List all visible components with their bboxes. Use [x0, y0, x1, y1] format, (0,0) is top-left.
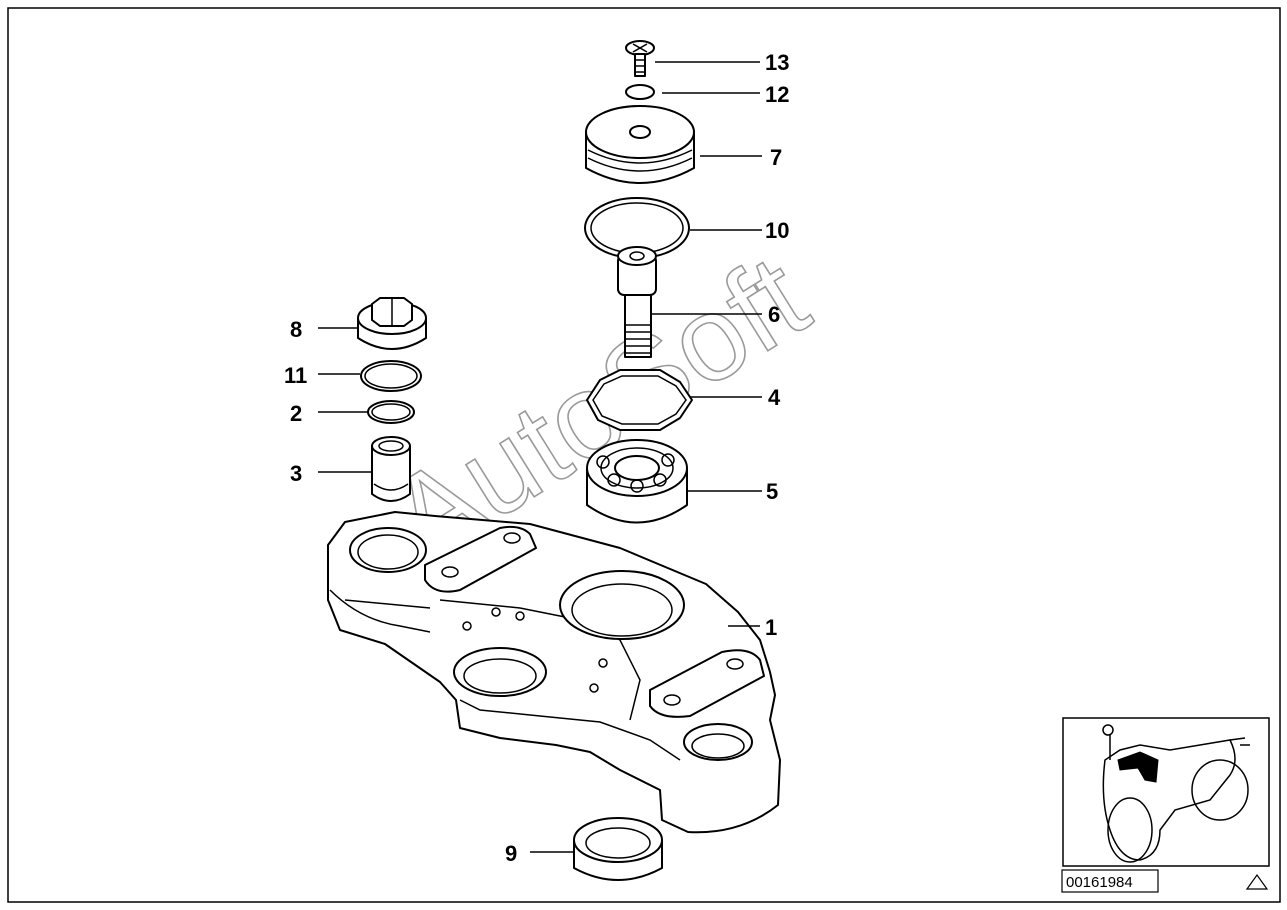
part-12-washer	[625, 84, 655, 100]
callout-3: 3	[290, 461, 302, 486]
diagram-code-box: 00161984	[1061, 869, 1159, 893]
part-13-screw	[625, 40, 655, 77]
callout-2: 2	[290, 401, 302, 426]
part-7-cap	[585, 105, 695, 184]
callout-5: 5	[766, 479, 778, 504]
part-11-o-ring	[360, 360, 422, 392]
part-2-o-ring	[367, 400, 415, 424]
callout-labels: 13 12 7 10 6 4 5 1 8 11 2 3 9	[284, 50, 789, 866]
callout-4: 4	[768, 385, 781, 410]
leader-lines	[318, 61, 762, 853]
callout-10: 10	[765, 218, 789, 243]
callout-6: 6	[768, 302, 780, 327]
part-5-bearing	[586, 439, 688, 524]
diagram-frame	[7, 7, 1281, 903]
callout-9: 9	[505, 841, 517, 866]
diagram-code: 00161984	[1066, 874, 1133, 891]
part-1-fork-bridge	[327, 511, 781, 834]
part-6-bolt	[617, 246, 657, 358]
callout-7: 7	[770, 145, 782, 170]
part-3-sleeve	[371, 436, 411, 502]
callout-8: 8	[290, 317, 302, 342]
part-8-plug	[357, 297, 427, 350]
callout-12: 12	[765, 82, 789, 107]
part-9-bushing	[573, 817, 663, 881]
triangle-outline-icon	[1245, 873, 1269, 890]
callout-11: 11	[284, 363, 307, 388]
motorcycle-thumbnail-icon	[1062, 717, 1270, 867]
callout-13: 13	[765, 50, 789, 75]
callout-1: 1	[765, 615, 777, 640]
part-4-circlip	[586, 369, 693, 431]
